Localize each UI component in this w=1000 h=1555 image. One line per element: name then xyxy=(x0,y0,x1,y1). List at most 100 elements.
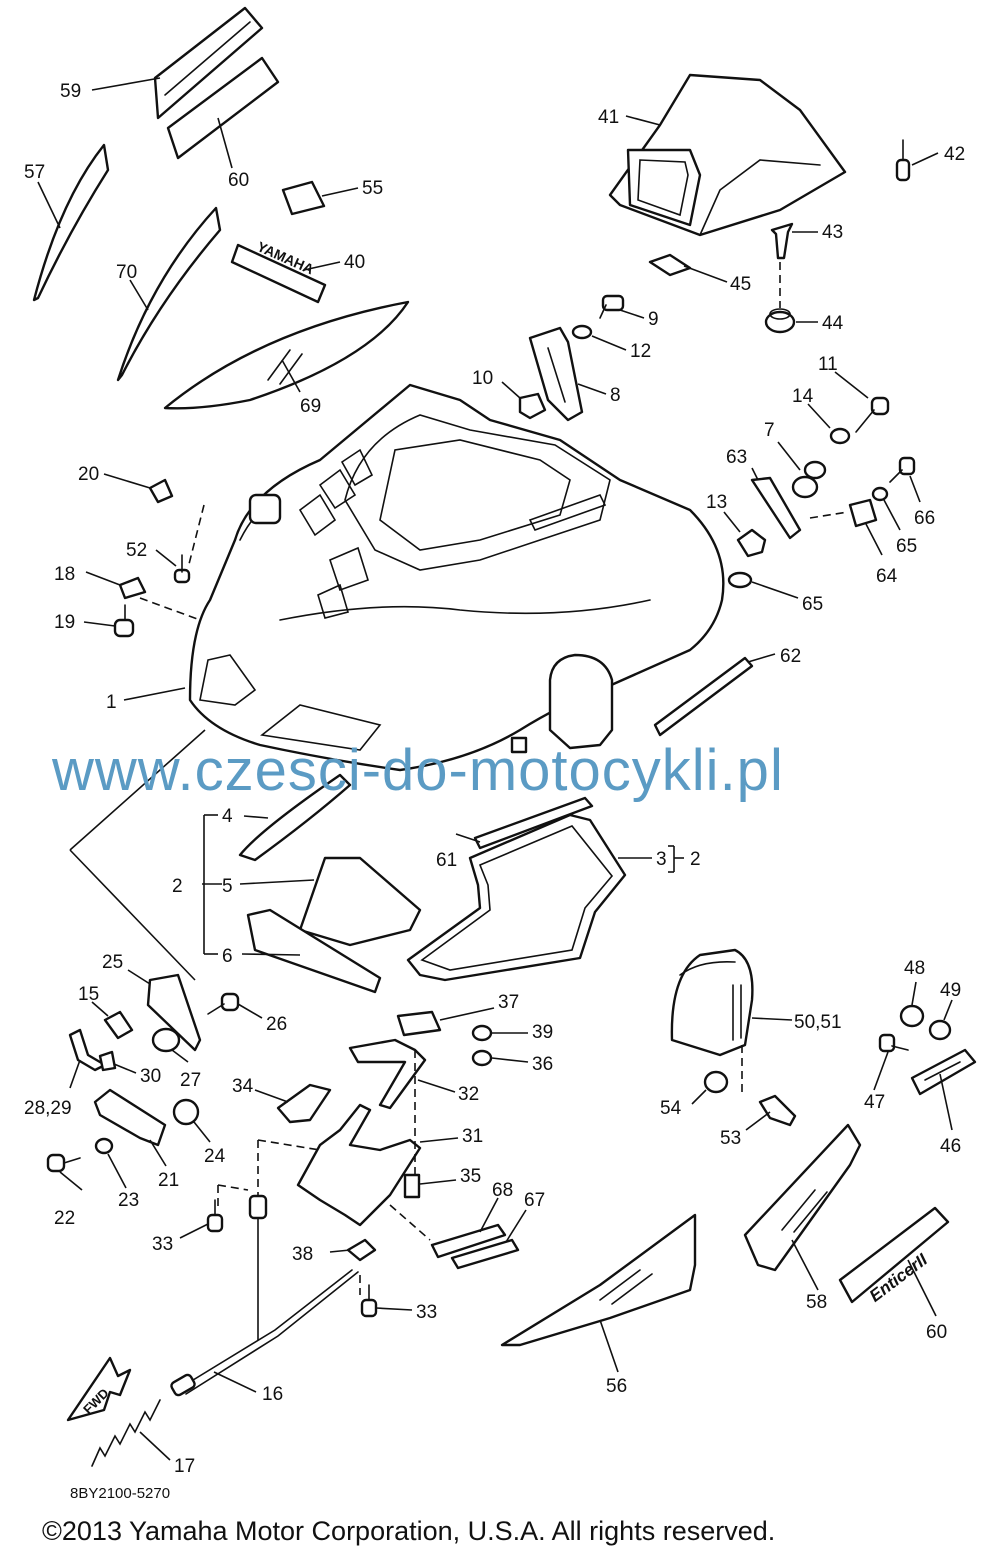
panel-4 xyxy=(238,773,352,862)
handle-46 xyxy=(910,1048,977,1096)
plate-25 xyxy=(146,973,202,1052)
screw-19 xyxy=(113,604,135,638)
label-5051: 50,51 xyxy=(794,1012,842,1033)
label-61: 61 xyxy=(436,850,457,871)
label-9: 9 xyxy=(648,309,659,330)
grommet-27 xyxy=(151,1027,181,1053)
label-55: 55 xyxy=(362,178,383,199)
clip-30 xyxy=(98,1050,117,1072)
label-1: 1 xyxy=(106,692,117,713)
screw-52 xyxy=(173,554,191,584)
label-43: 43 xyxy=(822,222,843,243)
label-35: 35 xyxy=(460,1166,481,1187)
bracket-8 xyxy=(528,326,584,422)
trim-61 xyxy=(473,796,594,850)
label-68: 68 xyxy=(492,1180,513,1201)
label-65-right: 65 xyxy=(896,536,917,557)
label-2829: 28,29 xyxy=(24,1098,72,1119)
label-37: 37 xyxy=(498,992,519,1013)
label-53: 53 xyxy=(720,1128,741,1149)
label-62: 62 xyxy=(780,646,801,667)
bracket-63 xyxy=(750,476,802,540)
label-65-lower: 65 xyxy=(802,594,823,615)
decal-60-top xyxy=(166,56,280,160)
nut-49 xyxy=(928,1019,952,1041)
windshield-41 xyxy=(608,73,847,237)
label-45: 45 xyxy=(730,274,751,295)
panel-5 xyxy=(298,856,422,947)
pad-37 xyxy=(396,1010,442,1037)
nut-39 xyxy=(471,1024,493,1042)
label-59: 59 xyxy=(60,81,81,102)
nut-10 xyxy=(518,392,547,420)
label-42: 42 xyxy=(944,144,965,165)
bracket-32 xyxy=(348,1038,427,1110)
label-34: 34 xyxy=(232,1076,254,1097)
screw-53 xyxy=(758,1094,797,1127)
leader-lines xyxy=(37,77,953,1461)
grommet-44 xyxy=(764,308,796,334)
trim-62 xyxy=(653,656,754,737)
switch-21 xyxy=(93,1088,167,1147)
panel-3 xyxy=(406,813,627,982)
diagram-code: 8BY2100-5270 xyxy=(70,1485,170,1502)
label-2-right: 2 xyxy=(690,849,701,870)
label-4: 4 xyxy=(222,806,233,827)
label-60-top: 60 xyxy=(228,170,249,191)
decal-69 xyxy=(163,300,410,410)
label-40: 40 xyxy=(344,252,365,273)
nut-13 xyxy=(736,528,767,558)
label-56: 56 xyxy=(606,1376,627,1397)
decal-70 xyxy=(116,206,222,382)
bracket-2829 xyxy=(68,1028,107,1072)
screw-22 xyxy=(46,1153,81,1173)
fwd-arrow: FWD xyxy=(66,1356,132,1422)
collar-64 xyxy=(848,498,878,528)
screw-35 xyxy=(403,1173,421,1199)
screw-33-right xyxy=(360,1284,378,1318)
panel-6 xyxy=(246,908,382,994)
grommet-54 xyxy=(703,1070,729,1094)
label-54: 54 xyxy=(660,1098,682,1119)
label-2-left: 2 xyxy=(172,876,183,897)
decal-67 xyxy=(450,1238,520,1270)
decal-55 xyxy=(281,180,326,216)
screw-42 xyxy=(895,139,911,182)
dashed-guides xyxy=(69,262,849,1295)
screw-11 xyxy=(855,396,890,433)
label-36: 36 xyxy=(532,1054,553,1075)
label-33-right: 33 xyxy=(416,1302,437,1323)
decal-40-yamaha: YAMAHA xyxy=(230,238,327,304)
label-38: 38 xyxy=(292,1244,313,1265)
label-69: 69 xyxy=(300,396,321,417)
label-13: 13 xyxy=(706,492,727,513)
washer-12 xyxy=(571,324,593,340)
label-18: 18 xyxy=(54,564,75,585)
label-3: 3 xyxy=(656,849,667,870)
bracket-34 xyxy=(276,1083,332,1124)
washer-65-right xyxy=(871,486,889,502)
copyright-text: ©2013 Yamaha Motor Corporation, U.S.A. A… xyxy=(42,1516,775,1546)
label-58: 58 xyxy=(806,1292,827,1313)
label-46: 46 xyxy=(940,1136,961,1157)
grommet-7 xyxy=(791,460,827,499)
label-41: 41 xyxy=(598,107,619,128)
cable-16 xyxy=(170,1194,359,1397)
screw-47 xyxy=(878,1033,909,1053)
decal-60-model: EnticerII xyxy=(838,1206,950,1306)
grommet-24 xyxy=(172,1098,200,1126)
washer-65-lower xyxy=(727,571,753,589)
screw-9 xyxy=(599,294,625,319)
label-20: 20 xyxy=(78,464,99,485)
label-26: 26 xyxy=(266,1014,287,1035)
label-5: 5 xyxy=(222,876,233,897)
decal-57 xyxy=(32,143,110,302)
label-66: 66 xyxy=(914,508,935,529)
washer-14 xyxy=(829,427,851,445)
label-70: 70 xyxy=(116,262,137,283)
label-22: 22 xyxy=(54,1208,75,1229)
label-21: 21 xyxy=(158,1170,179,1191)
label-11: 11 xyxy=(818,354,838,375)
